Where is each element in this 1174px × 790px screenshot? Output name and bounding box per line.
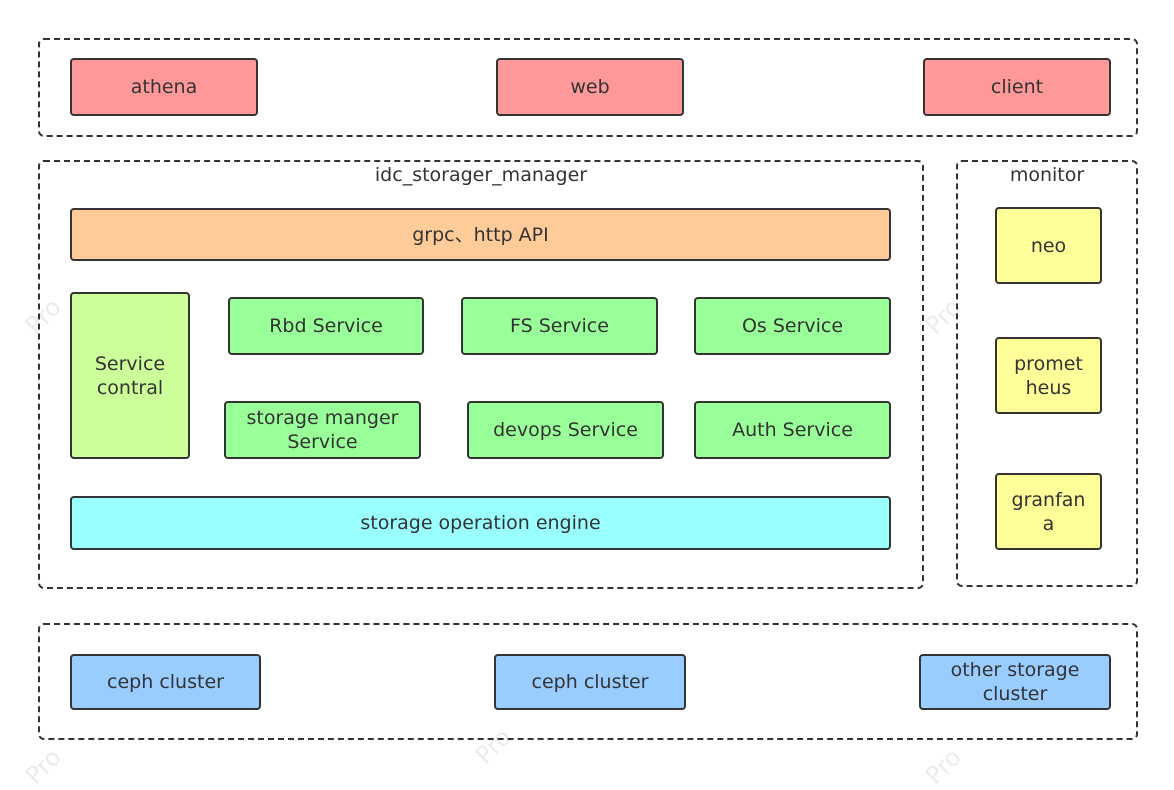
storage-engine-label: storage operation engine [360,512,601,534]
fs-service-label: FS Service [510,315,609,337]
monitor-group: monitor [956,160,1138,587]
storage-engine-box: storage operation engine [70,496,891,550]
devops-service-box: devops Service [467,401,664,459]
os-service-label: Os Service [741,315,844,337]
grafana-label: granfan a [1011,488,1086,535]
auth-service-box: Auth Service [694,401,891,459]
manager-group: idc_storager_manager [38,160,924,589]
prometheus-label: promet heus [1014,352,1083,399]
other-storage-cluster-label: other storage cluster [950,659,1080,705]
client-box: client [923,58,1111,116]
athena-box: athena [70,58,258,116]
watermark: Pro [920,743,967,790]
ceph-cluster-1-label: ceph cluster [107,671,224,693]
auth-service-label: Auth Service [732,419,853,441]
neo-label: neo [1030,234,1067,257]
ceph-cluster-2-label: ceph cluster [531,671,649,693]
monitor-title: monitor [1009,164,1085,186]
rbd-service-label: Rbd Service [269,315,383,337]
storage-manger-service-label: storage manger Service [246,407,399,453]
athena-label: athena [130,76,198,98]
ceph-cluster-2-box: ceph cluster [494,654,686,710]
manager-title: idc_storager_manager [374,164,588,186]
neo-box: neo [995,207,1102,284]
clients-group [38,38,1138,137]
ceph-cluster-1-box: ceph cluster [70,654,261,710]
watermark: Pro [20,743,67,790]
service-control-box: Service contral [70,292,190,459]
client-label: client [990,76,1044,98]
rbd-service-box: Rbd Service [228,297,424,355]
api-box: grpc、http API [70,208,891,261]
other-storage-cluster-box: other storage cluster [919,654,1111,710]
prometheus-box: promet heus [995,337,1102,414]
api-label: grpc、http API [412,223,549,246]
service-control-label: Service contral [94,352,166,399]
storage-group [38,623,1138,740]
grafana-box: granfan a [995,473,1102,550]
web-box: web [496,58,684,116]
os-service-box: Os Service [694,297,891,355]
storage-manger-service-box: storage manger Service [224,401,421,459]
fs-service-box: FS Service [461,297,658,355]
web-label: web [570,76,610,98]
devops-service-label: devops Service [493,419,638,441]
